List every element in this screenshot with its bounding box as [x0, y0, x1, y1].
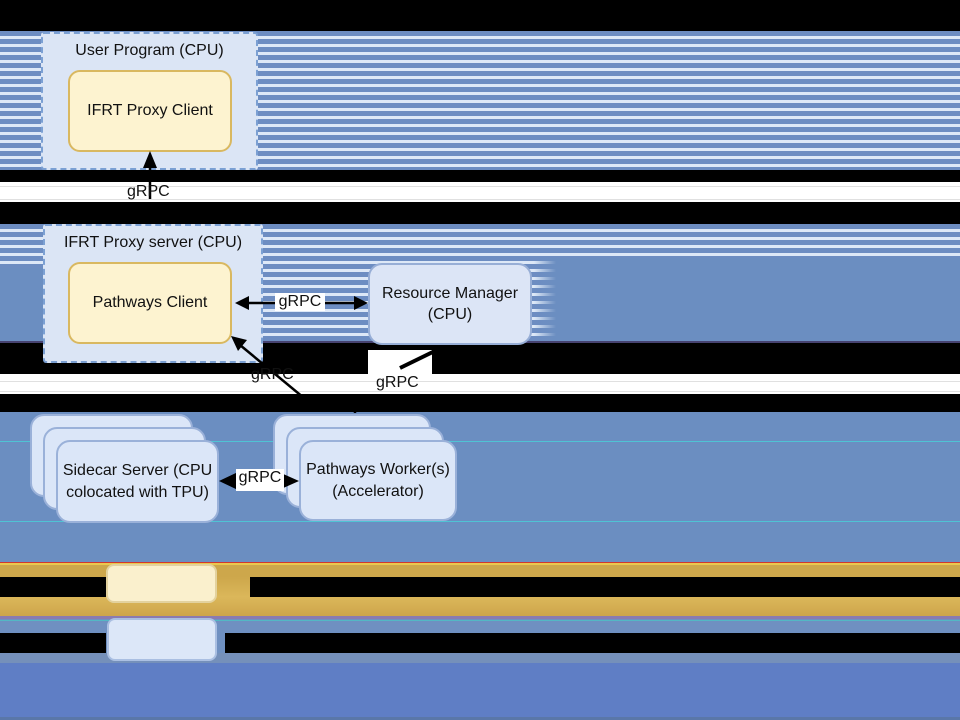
background-band-black	[0, 394, 960, 412]
redaction-bar	[250, 577, 960, 597]
redaction-bar	[0, 633, 106, 653]
background-band-black	[0, 0, 960, 31]
sidecar-server-label-line1: Sidecar Server (CPU	[62, 461, 213, 479]
ifrt-proxy-server-title: IFRT Proxy server (CPU)	[63, 234, 243, 251]
glitch-cyan-line	[0, 521, 960, 522]
pathways-workers-label-line2: (Accelerator)	[332, 482, 424, 500]
glitch-cyan-line	[0, 620, 960, 621]
background-band-blue	[0, 717, 960, 720]
resource-manager-label-line1: Resource Manager	[381, 285, 519, 302]
background-blue-patch	[534, 258, 960, 341]
background-white-patch	[368, 350, 432, 374]
grpc-label-server-down: gRPC	[251, 366, 294, 383]
hairline	[0, 381, 960, 382]
ifrt-proxy-client-node: IFRT Proxy Client	[68, 70, 232, 152]
background-band-white	[0, 374, 960, 394]
pathways-client-node: Pathways Client	[68, 262, 232, 344]
ifrt-proxy-client-label: IFRT Proxy Client	[87, 102, 213, 119]
grpc-label-sidecar-workers: gRPC	[236, 469, 284, 491]
legend-swatch-blue	[107, 618, 217, 661]
pathways-workers-label-line1: Pathways Worker(s)	[306, 460, 450, 478]
user-program-title: User Program (CPU)	[75, 42, 224, 59]
background-band-black	[0, 170, 960, 182]
hairline	[0, 186, 960, 187]
legend-swatch-yellow	[106, 564, 217, 603]
background-band-blue	[0, 663, 960, 717]
pathways-client-label: Pathways Client	[92, 294, 208, 311]
hairline	[0, 199, 960, 200]
glitch-purple-line	[0, 616, 960, 619]
sidecar-server-label-line2: colocated with TPU)	[66, 483, 209, 501]
resource-manager-node: Resource Manager (CPU)	[368, 263, 532, 345]
glitch-yellow-line	[0, 563, 960, 565]
resource-manager-label-line2: (CPU)	[427, 306, 473, 323]
grpc-label-user-to-client: gRPC	[127, 183, 170, 200]
background-band-white	[0, 182, 960, 202]
grpc-label-client-rm: gRPC	[275, 293, 325, 311]
hairline	[0, 391, 960, 392]
background-blue-patch	[0, 268, 43, 341]
redaction-bar	[225, 633, 960, 653]
redaction-bar	[0, 577, 106, 597]
glitch-cyan-line	[0, 441, 960, 442]
background-band-black	[0, 202, 960, 224]
grpc-label-rm-down: gRPC	[376, 374, 419, 391]
pathways-workers-node: Pathways Worker(s) (Accelerator)	[299, 440, 457, 521]
sidecar-server-node: Sidecar Server (CPU colocated with TPU)	[56, 440, 219, 523]
glitch-red-line	[0, 562, 960, 563]
background-band-blue	[0, 653, 960, 663]
